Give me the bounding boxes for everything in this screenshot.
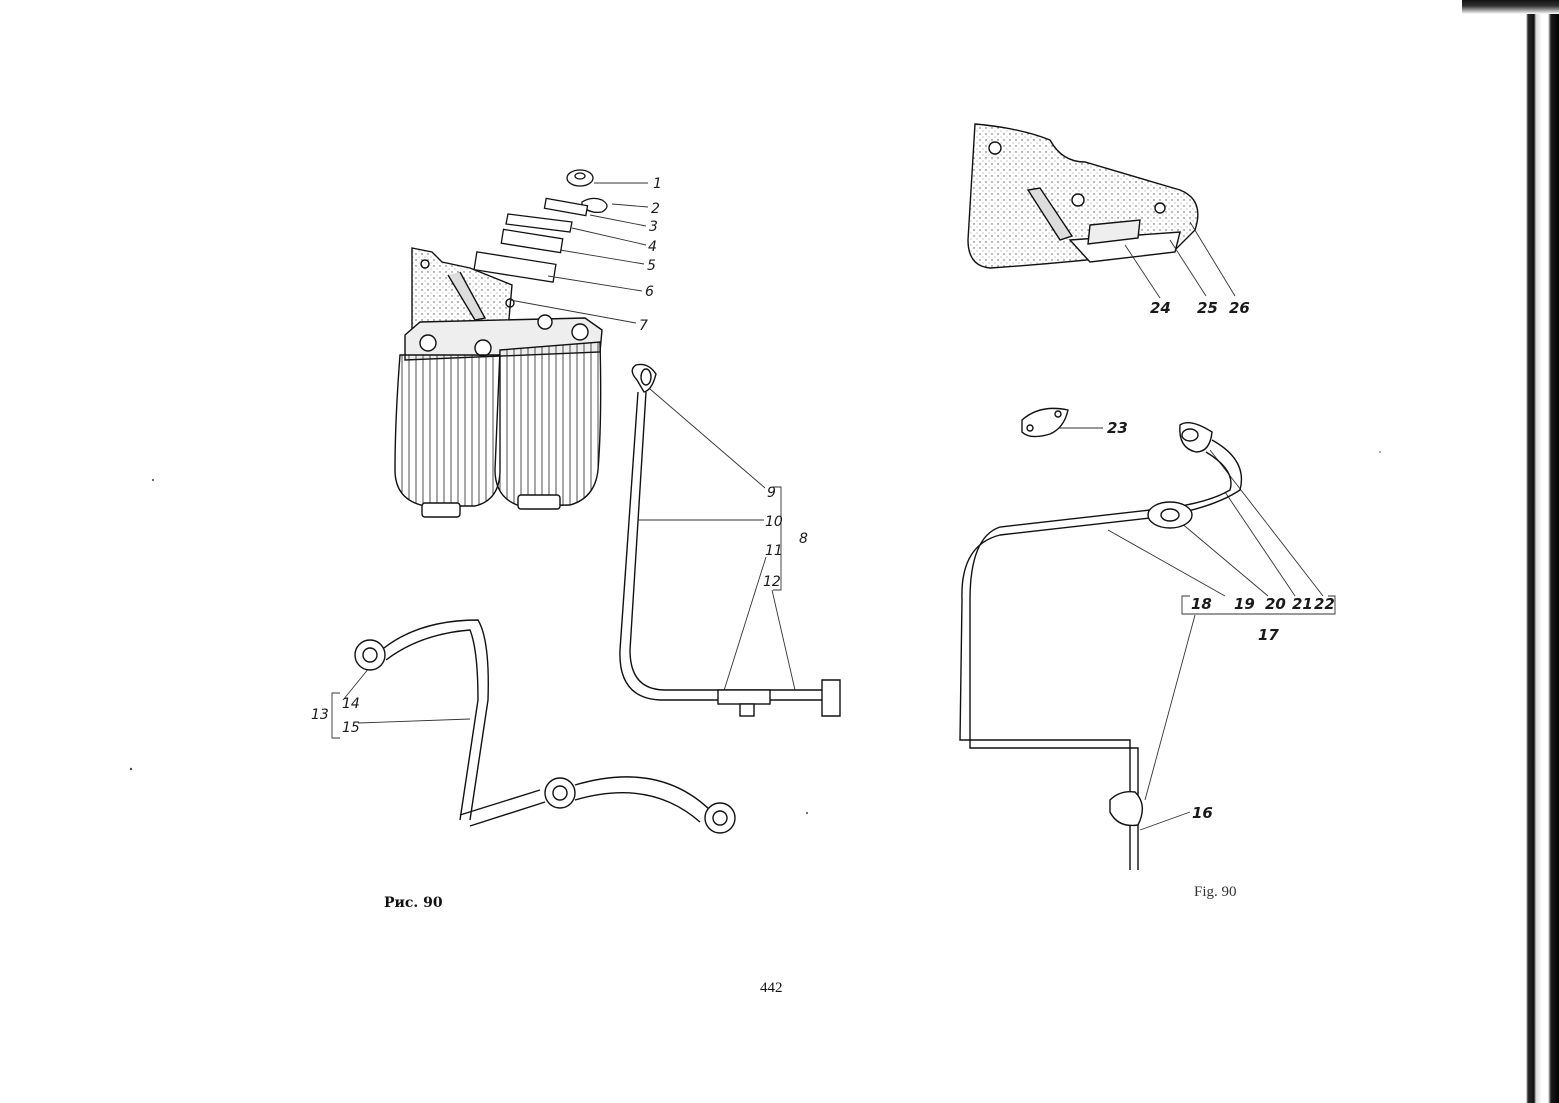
- fuel-pipe-13: [354, 619, 736, 834]
- caption-russian: Рис. 90: [384, 895, 443, 911]
- callout-12: 12: [763, 574, 781, 590]
- callout-16: 16: [1192, 804, 1213, 822]
- callout-18: 18: [1191, 595, 1212, 613]
- callout-6: 6: [645, 284, 654, 300]
- callout-8: 8: [799, 531, 808, 547]
- fuel-pipe-8: [619, 363, 841, 717]
- page-number: 442: [760, 980, 783, 996]
- scan-specks: [129, 451, 1381, 814]
- callout-11: 11: [765, 543, 783, 559]
- callout-20: 20: [1265, 595, 1286, 613]
- book-binding-edge: [1520, 0, 1559, 1103]
- leader-lines-left: [331, 182, 796, 739]
- callout-13: 13: [311, 707, 329, 723]
- bracket-plate-right: [967, 123, 1199, 269]
- binding-shadow-top: [1462, 0, 1559, 14]
- callouts-right: 16 17 18 19 20 21 22 23 24 25 26: [1107, 299, 1335, 822]
- callout-17: 17: [1258, 626, 1279, 644]
- callout-15: 15: [342, 720, 360, 736]
- callout-9: 9: [767, 485, 776, 501]
- callout-19: 19: [1234, 595, 1255, 613]
- callout-10: 10: [765, 514, 783, 530]
- callout-7: 7: [639, 318, 648, 334]
- callout-25: 25: [1197, 299, 1218, 317]
- callout-22: 22: [1314, 595, 1335, 613]
- callout-1: 1: [653, 176, 662, 192]
- fuel-pipe-17: [959, 407, 1243, 870]
- caption-english: Fig. 90: [1194, 884, 1237, 900]
- leader-lines-right: [1045, 221, 1336, 831]
- callouts-left: 1 2 3 4 5 6 7 8 9 10 11 12 13 14 15: [311, 176, 808, 736]
- callout-3: 3: [649, 219, 658, 235]
- callout-23: 23: [1107, 419, 1128, 437]
- filter-assembly: [394, 247, 603, 518]
- callout-14: 14: [342, 696, 360, 712]
- callout-24: 24: [1150, 299, 1171, 317]
- callout-4: 4: [648, 239, 657, 255]
- callout-21: 21: [1292, 595, 1313, 613]
- callout-5: 5: [647, 258, 656, 274]
- callout-26: 26: [1229, 299, 1250, 317]
- exploded-parts-top: [473, 169, 608, 283]
- callout-2: 2: [651, 201, 660, 217]
